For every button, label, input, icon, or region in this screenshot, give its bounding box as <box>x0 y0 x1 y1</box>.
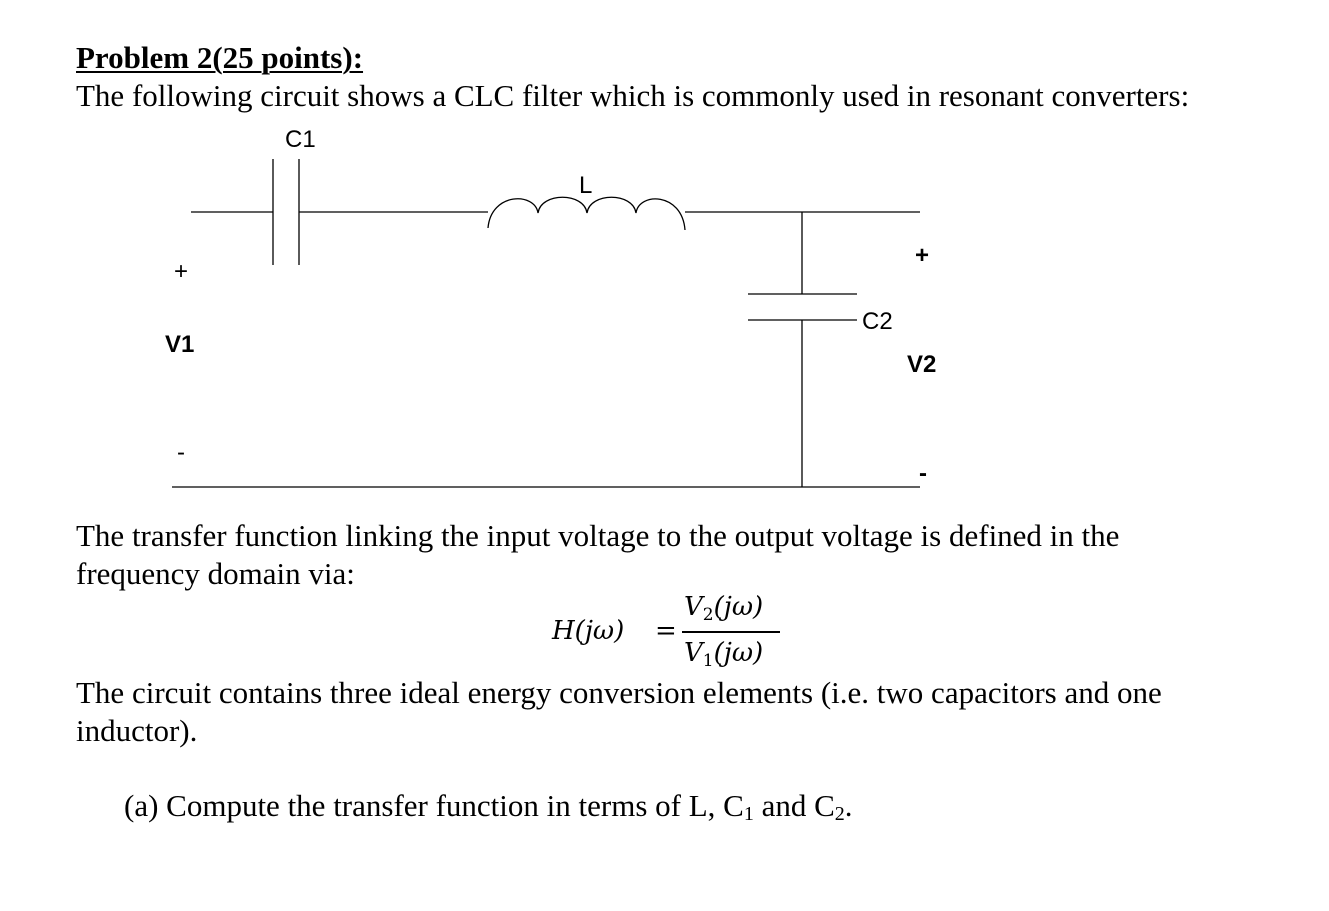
equation-denominator: V1(jω) <box>684 638 764 671</box>
numerator-argument: (jω) <box>713 592 764 622</box>
elements-text-line-2: inductor). <box>76 713 198 748</box>
elements-text-line-1: The circuit contains three ideal energy … <box>76 675 1162 710</box>
equation-equals-sign: = <box>655 616 677 646</box>
intro-text: The following circuit shows a CLC filter… <box>76 78 1190 113</box>
equation-numerator: V2(jω) <box>684 592 764 625</box>
part-a-prefix: (a) Compute the transfer function in ter… <box>124 788 744 823</box>
transfer-function-equation: H(jω) = V2(jω) V1(jω) <box>552 592 792 676</box>
v2-plus-sign: + <box>915 242 929 269</box>
part-a-suffix: . <box>844 788 853 823</box>
v2-minus-sign: - <box>919 460 927 487</box>
inductor-l-coil <box>487 196 686 231</box>
transfer-function-text-line-2: frequency domain via: <box>76 556 355 591</box>
inductor-label: L <box>579 172 592 199</box>
question-part-a: (a) Compute the transfer function in ter… <box>124 787 853 825</box>
transfer-function-text-line-1: The transfer function linking the input … <box>76 518 1120 553</box>
problem-title: Problem 2(25 points): <box>76 40 364 75</box>
c2-label: C2 <box>862 308 893 335</box>
v2-label: V2 <box>907 351 936 378</box>
numerator-variable: V <box>684 592 703 622</box>
denominator-subscript: 1 <box>702 651 714 671</box>
c1-label: C1 <box>285 126 316 153</box>
equation-lhs: H(jω) <box>552 616 625 646</box>
denominator-argument: (jω) <box>713 638 764 668</box>
v1-label: V1 <box>165 331 194 358</box>
fraction-bar <box>682 631 780 633</box>
v1-plus-sign: + <box>174 258 188 285</box>
v1-minus-sign: - <box>177 439 185 466</box>
part-a-subscript-1: 1 <box>743 803 754 825</box>
numerator-subscript: 2 <box>702 605 714 625</box>
denominator-variable: V <box>684 638 703 668</box>
part-a-middle: and C <box>753 788 835 823</box>
part-a-subscript-2: 2 <box>834 803 845 825</box>
